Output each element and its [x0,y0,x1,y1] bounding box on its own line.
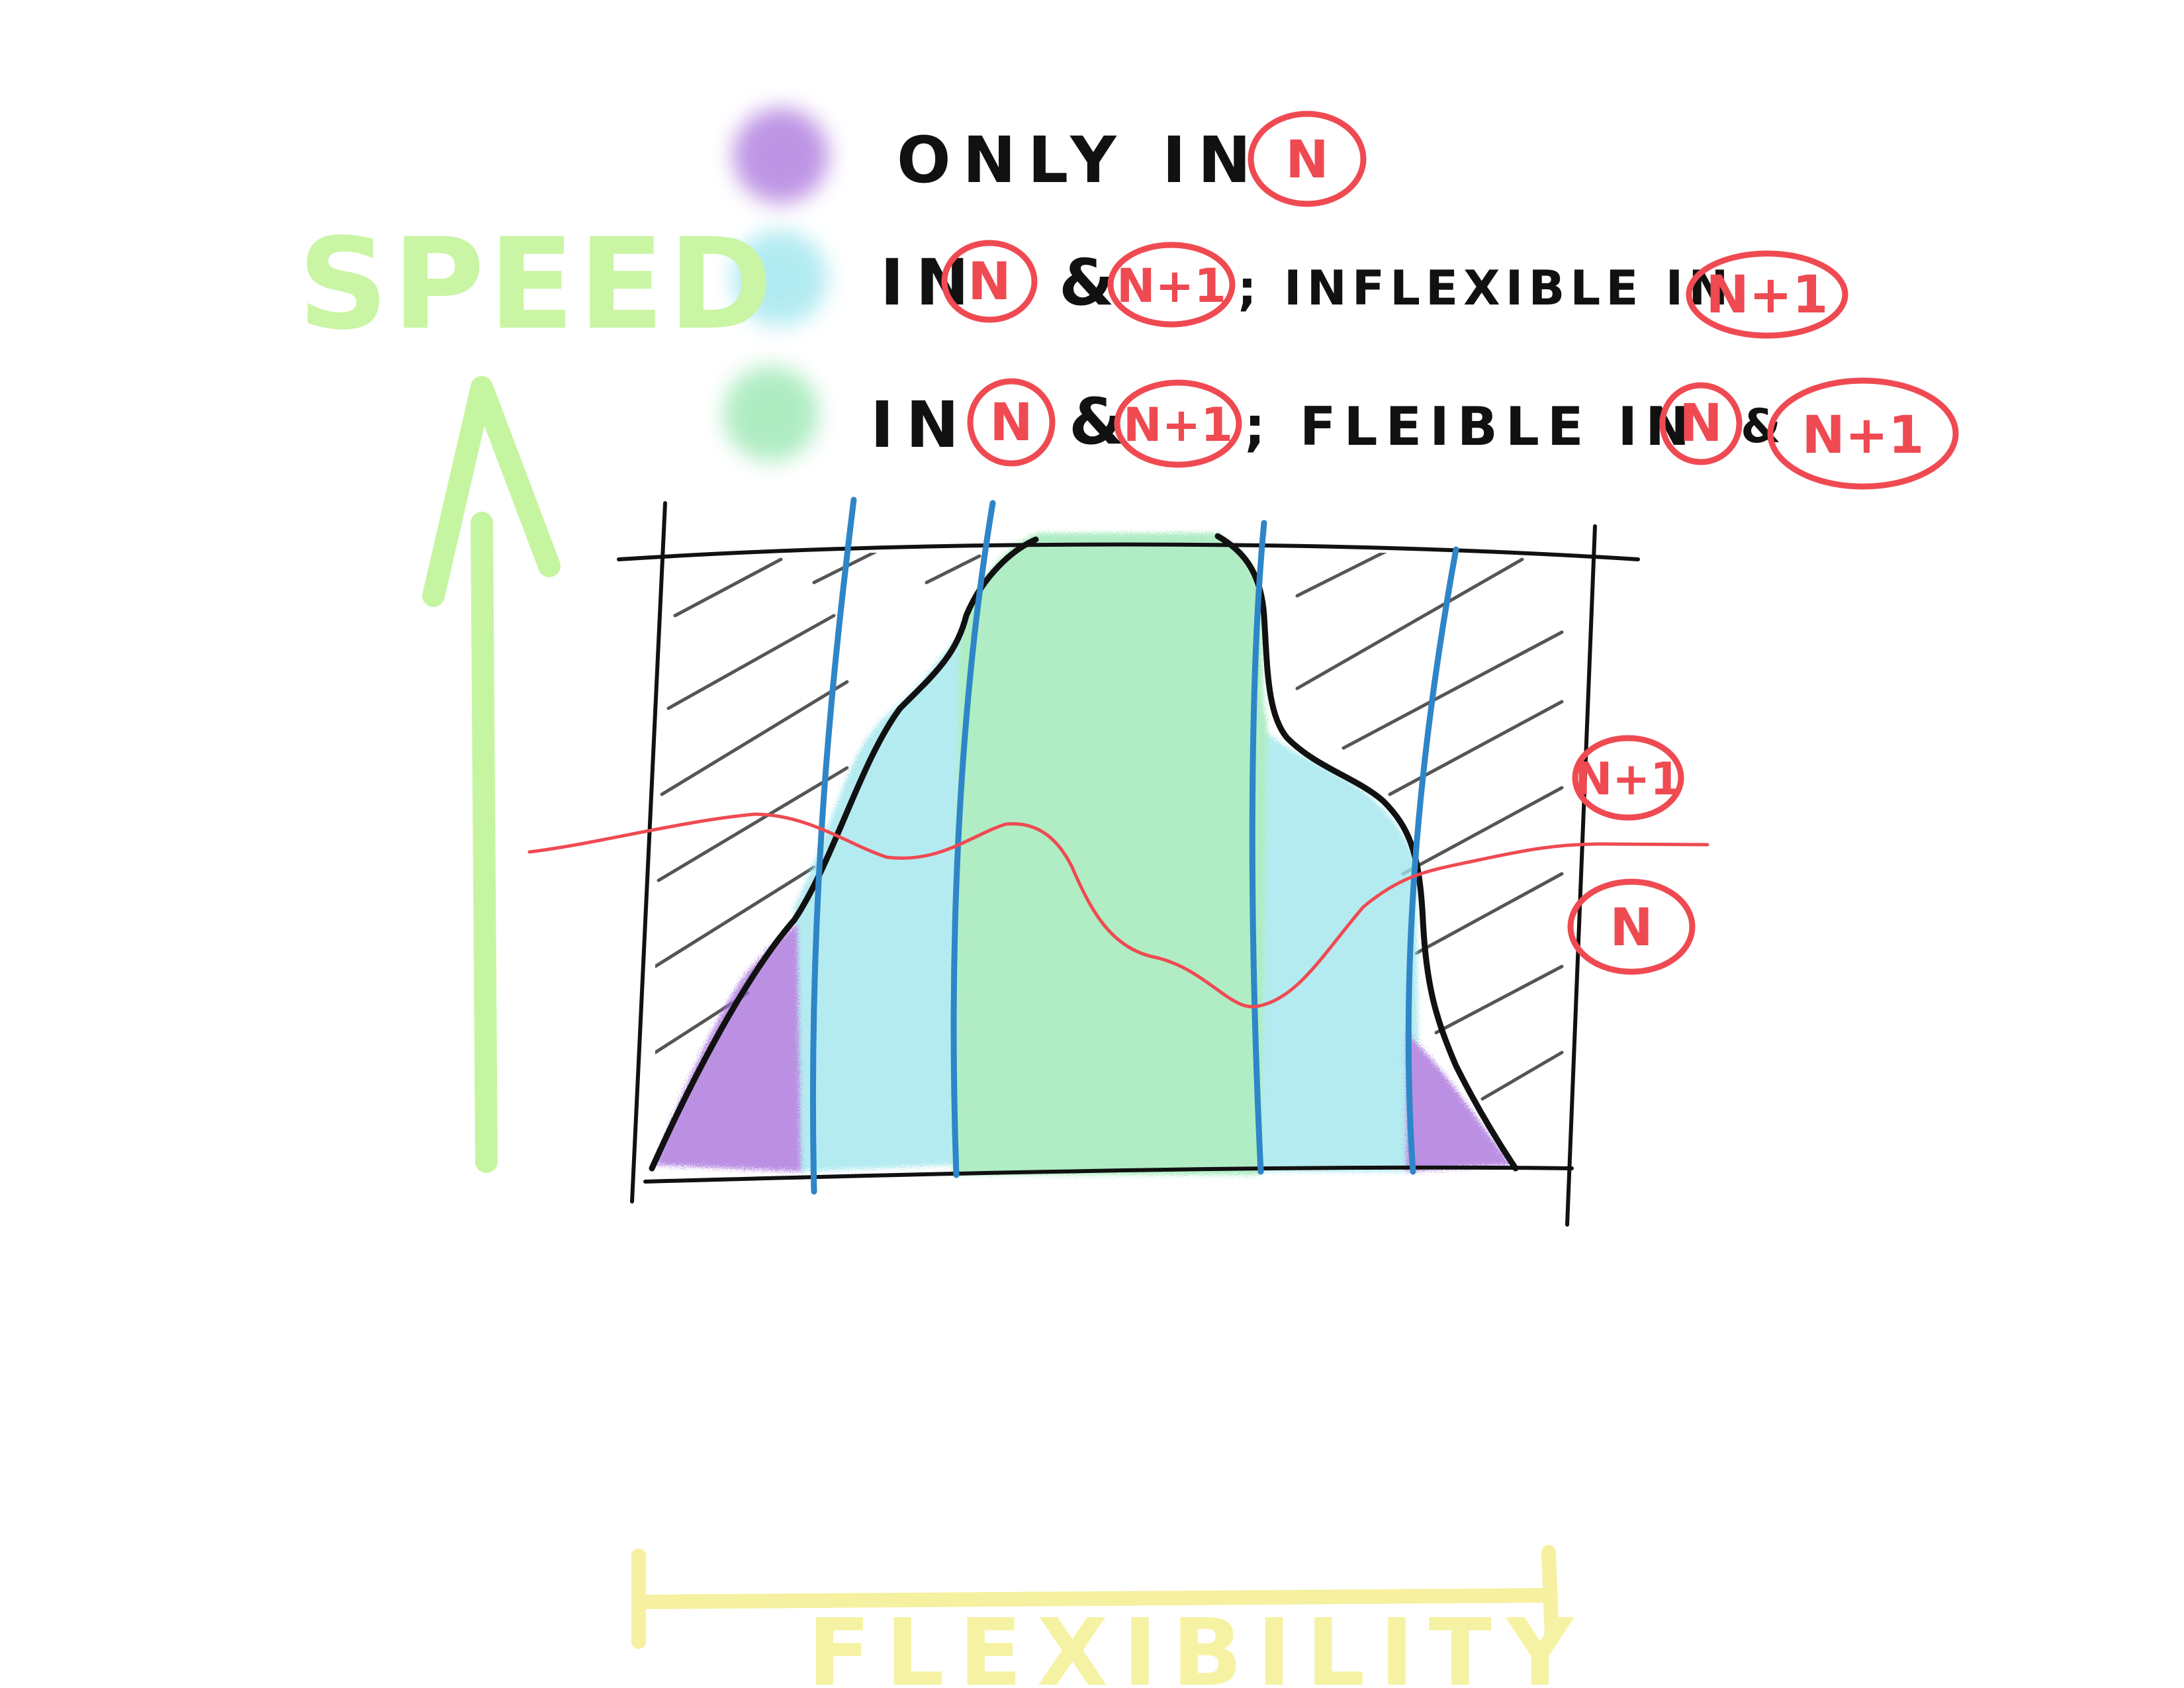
divider-4 [1405,546,1459,1175]
legend-row3-in: IN [870,388,971,462]
svg-text:N: N [1610,898,1653,958]
legend-row2-badge-n1: N+1 [1107,242,1236,328]
legend-row2-text: ; INFLEXIBLE IN [1238,260,1734,316]
feasible-outline-right [1214,533,1519,1172]
legend-swatch-only-n [733,108,829,203]
region-inflexible-right [1257,722,1420,1172]
x-axis-bar [631,1588,1556,1609]
x-axis: FLEXIBILITY [631,1545,1588,1688]
legend: ONLY IN N IN N & N+1 ; INFLEXIBLE IN N+1… [723,108,1959,490]
y-axis-arrow [471,512,498,1173]
svg-text:N+1: N+1 [1706,265,1829,325]
region-inflexible [794,635,960,1172]
divider-1 [809,496,857,1195]
legend-row3-text: ; FLEIBLE IN [1244,396,1698,457]
up-arrow-icon [422,376,561,607]
svg-text:N: N [989,393,1032,453]
infeasible-hatch [655,553,1564,1101]
legend-swatch-inflexible [732,230,827,326]
svg-text:N+1: N+1 [1116,259,1226,313]
legend-row2-badge-n: N [941,240,1038,323]
legend-row2-badge-n1-b: N+1 [1686,250,1848,339]
legend-row2-amp: & [1059,246,1115,320]
x-axis-label: FLEXIBILITY [807,1599,1588,1688]
feasible-outline [649,536,1039,1172]
line-label-n1: N+1 [1572,735,1684,821]
y-axis-label: SPEED [298,211,776,357]
legend-row3-badge-n: N [967,378,1056,467]
plot-frame [617,501,1640,1227]
legend-row2-in: IN [880,246,981,320]
region-dividers [809,496,1459,1195]
region-flexible [953,533,1267,1175]
legend-row3-badge-n1: N+1 [1114,379,1242,468]
x-axis-right-cap [1541,1545,1559,1646]
plot-region: N+1 N [527,496,1709,1227]
svg-text:N+1: N+1 [1123,398,1233,452]
region-only-n-right [1406,1033,1512,1172]
legend-row1-badge-n: N [1248,111,1367,207]
line-n1 [527,812,1709,1009]
svg-text:N: N [1285,130,1328,190]
region-only-n-left [655,923,801,1172]
svg-text:N+1: N+1 [1574,753,1681,806]
divider-3 [1249,520,1267,1175]
legend-swatch-flexible [723,366,819,461]
legend-row3-badge-n1-b: N+1 [1767,377,1959,490]
svg-text:N: N [1679,394,1722,453]
svg-text:N+1: N+1 [1802,406,1925,465]
y-axis: SPEED [298,211,776,1173]
line-label-n: N [1567,878,1696,975]
svg-text:N: N [968,252,1011,312]
legend-row3-badge-n-b: N [1659,382,1743,465]
legend-row1-text: ONLY IN [897,123,1263,197]
divider-2 [950,500,996,1178]
